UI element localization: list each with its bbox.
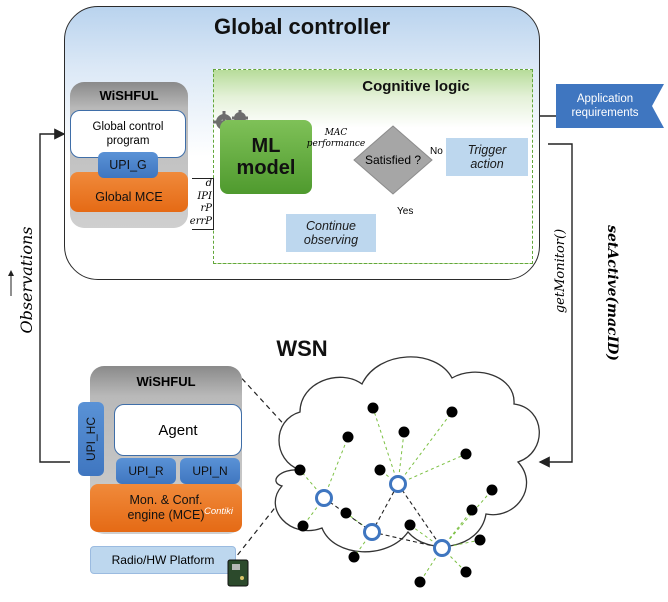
global-wishful-label: WiSHFUL — [99, 87, 159, 103]
param-rp: rP — [200, 203, 212, 214]
observations-arrow — [39, 128, 70, 463]
param-errp: errP — [189, 215, 212, 227]
upi-r-badge: UPI_R — [116, 458, 176, 484]
application-requirements-label: Application requirements — [571, 93, 639, 119]
param-ipi: IPI — [197, 190, 212, 202]
contiki-label: Contiki — [204, 506, 234, 517]
radio-platform-box: Radio/HW Platform — [90, 546, 236, 574]
get-monitor-label: getMonitor() — [552, 228, 568, 314]
yes-label: Yes — [397, 206, 414, 217]
agent-wishful-label: WiSHFUL — [136, 373, 196, 389]
upi-hc-label: UPI_HC — [84, 416, 99, 462]
observations-overarrow — [8, 270, 14, 296]
set-active-label: setActive(macID) — [604, 225, 620, 361]
params-bracket — [192, 178, 214, 230]
upi-hc-badge: UPI_HC — [78, 402, 104, 476]
global-controller-title: Global controller — [213, 14, 391, 39]
sensor-board-icon — [227, 559, 249, 587]
wishful-cloud-dash-1 — [235, 371, 323, 467]
upi-g-badge: UPI_G — [98, 152, 158, 178]
observations-label: Observations — [14, 210, 38, 350]
mce-box: Mon. & Conf. engine (MCE) — [90, 484, 242, 532]
agent-box: Agent — [114, 404, 242, 456]
mce-label: Mon. & Conf. engine (MCE) — [127, 493, 205, 522]
observations-text: Observations — [16, 226, 36, 334]
wsn-title: WSN — [276, 336, 328, 361]
wsn-cloud — [274, 356, 540, 553]
mac-performance-label: MAC performance — [306, 128, 366, 149]
global-mce-label: Global MCE — [95, 190, 163, 204]
satisfied-label: Satisfied ? — [364, 153, 422, 167]
monitor-setactive-arrow — [538, 143, 573, 468]
param-d: d — [205, 178, 212, 189]
trigger-action-box: Trigger action — [446, 138, 528, 176]
cognitive-logic-title: Cognitive logic — [362, 77, 470, 95]
cloud-nodes — [294, 402, 498, 588]
ml-model-box: ML model — [220, 120, 312, 194]
cloud-hubs — [315, 475, 451, 557]
upi-n-badge: UPI_N — [180, 458, 240, 484]
no-label: No — [430, 146, 443, 157]
continue-observing-box: Continue observing — [286, 214, 376, 252]
global-control-program: Global control program — [70, 110, 186, 158]
satisfied-diamond — [353, 125, 433, 195]
params-list: d IPI rP errP — [186, 178, 212, 228]
application-requirements-banner — [556, 84, 664, 128]
global-mce: Global MCE — [70, 172, 188, 212]
